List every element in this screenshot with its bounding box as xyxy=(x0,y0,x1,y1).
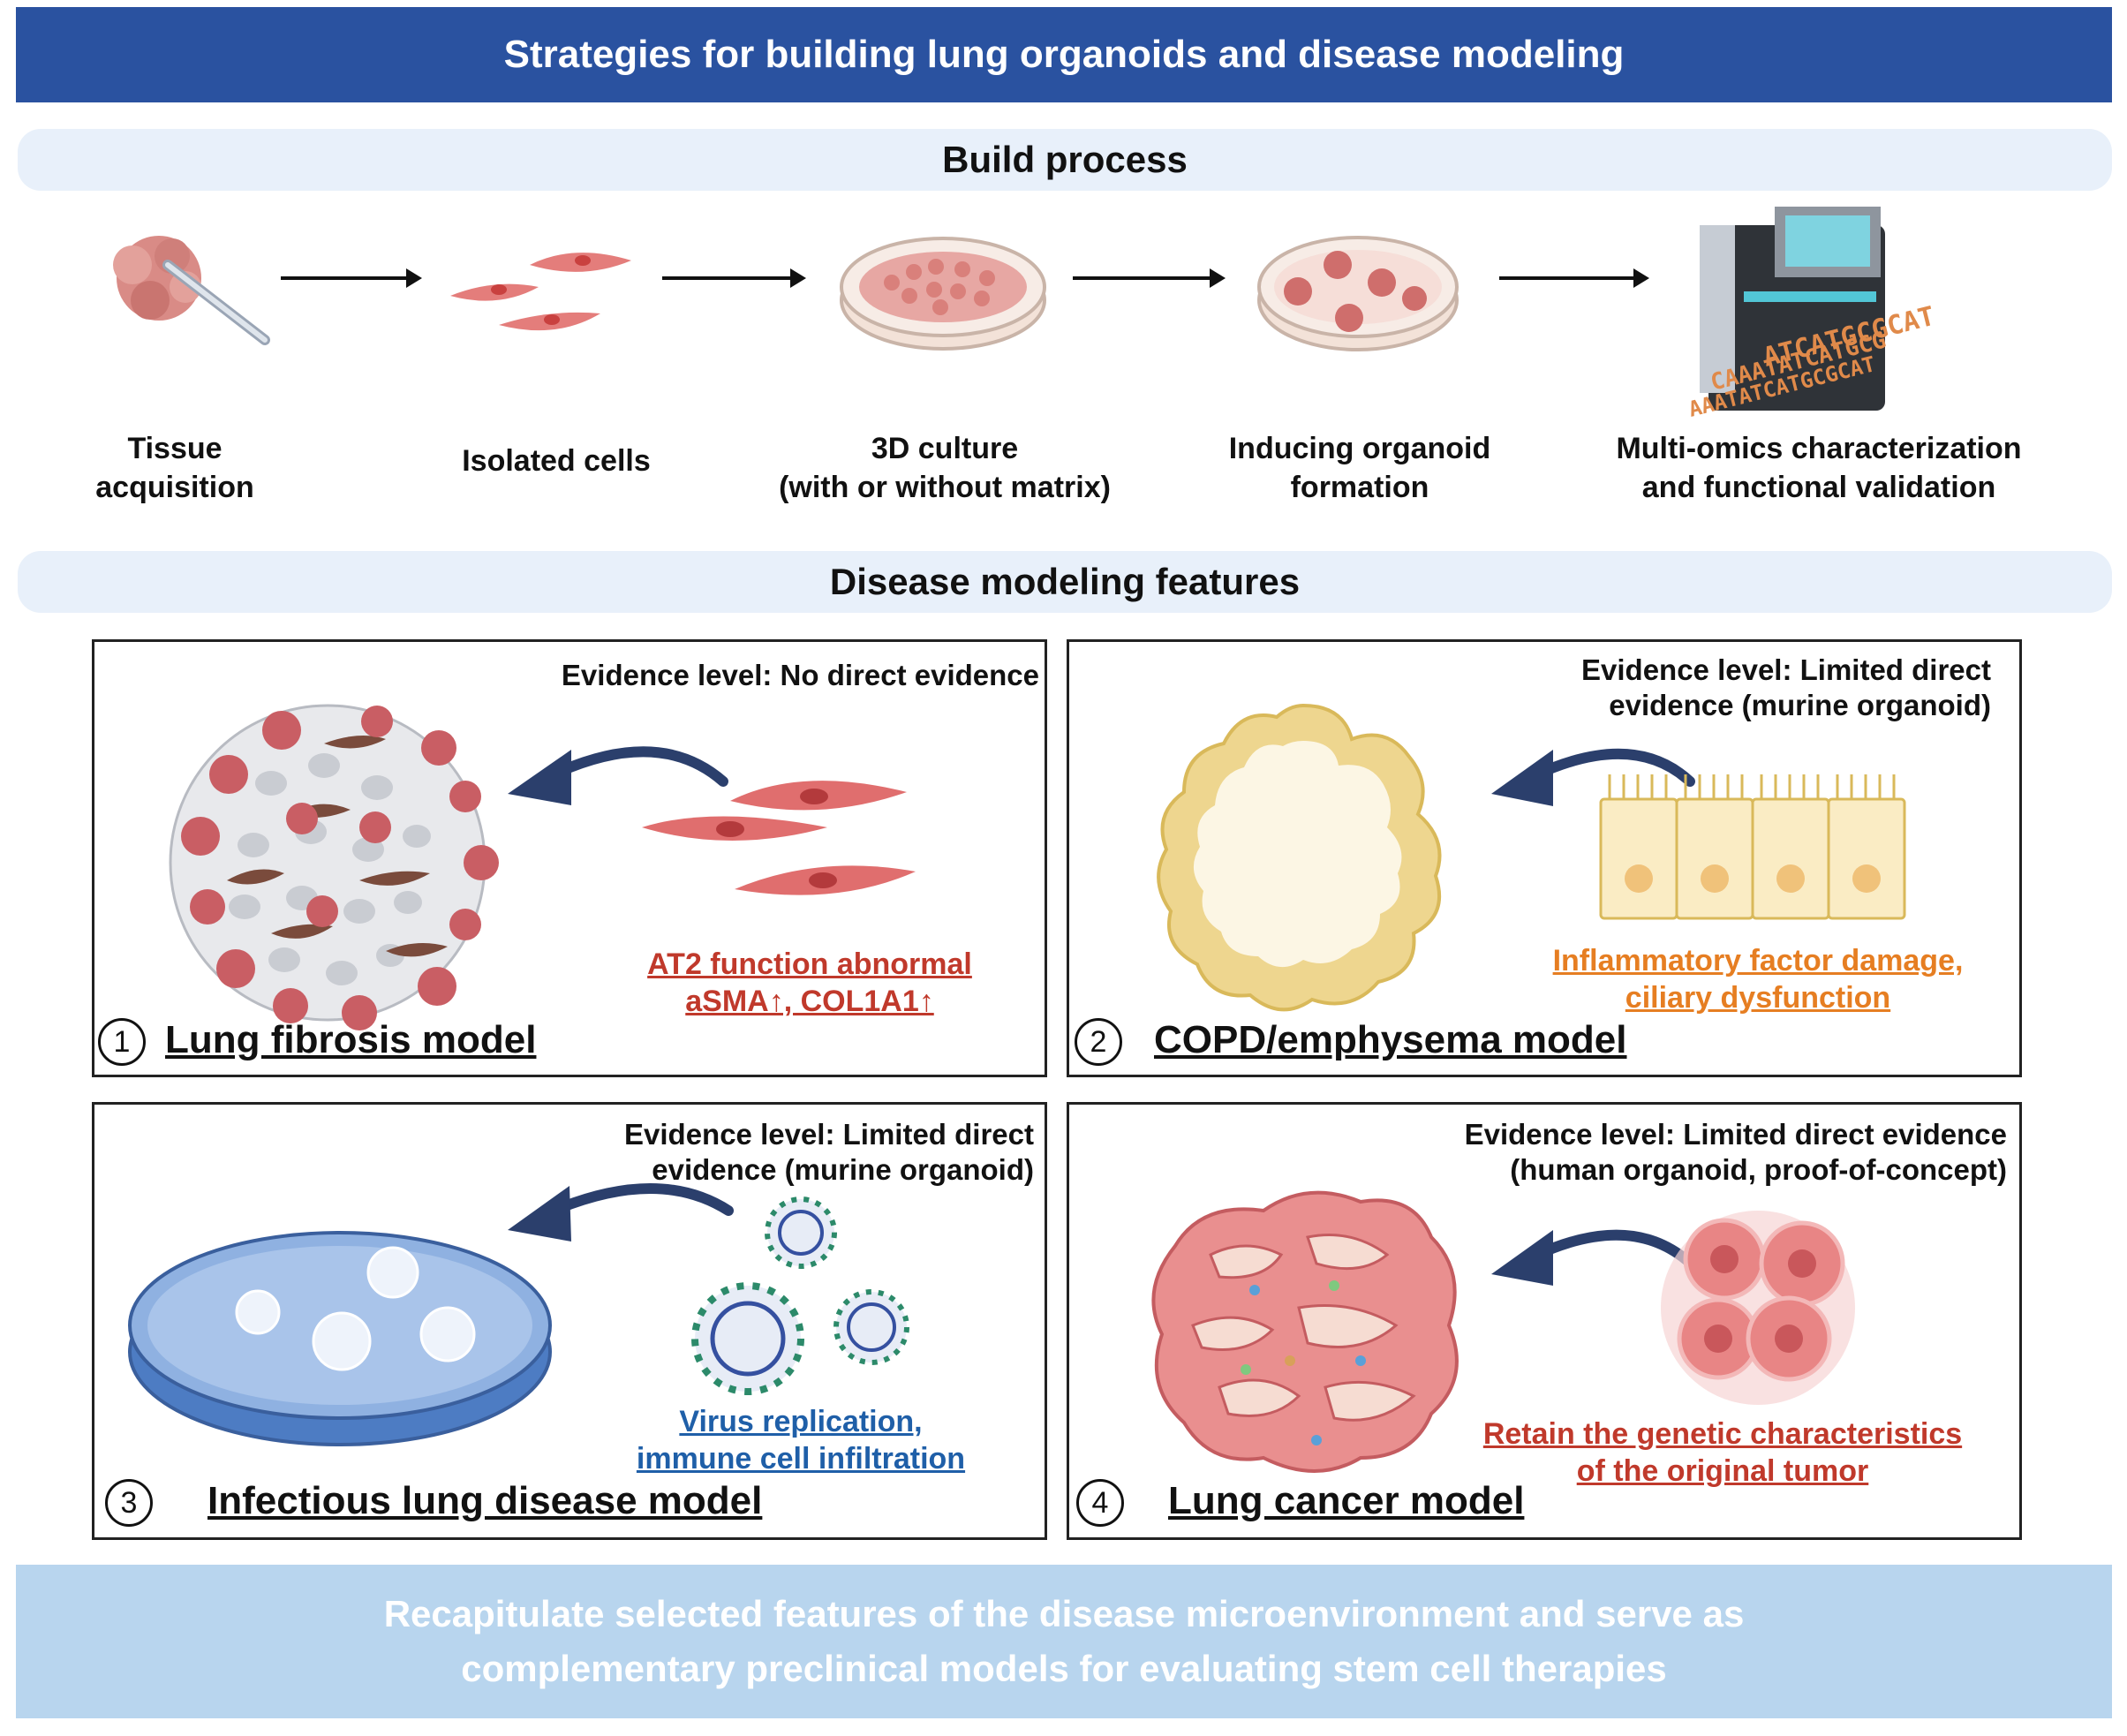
panel-lung-fibrosis: Evidence level: No direct evidence xyxy=(92,639,1047,1077)
footer-summary: Recapitulate selected features of the di… xyxy=(16,1565,2112,1718)
build-process-heading: Build process xyxy=(942,139,1188,180)
organoid-dish-icon xyxy=(1257,236,1459,351)
process-arrow-1 xyxy=(281,268,422,288)
process-arrow-2 xyxy=(662,268,806,288)
evidence-level: Evidence level: No direct evidence xyxy=(561,659,1039,691)
disease-modeling-heading: Disease modeling features xyxy=(829,561,1301,602)
model-title: Lung fibrosis model xyxy=(165,1018,537,1061)
process-arrow-4 xyxy=(1499,268,1649,288)
panel-number: 2 xyxy=(1075,1018,1122,1066)
copd-organoid-illustration xyxy=(1157,703,1906,1012)
tumor-organoid-illustration xyxy=(1151,1190,1855,1473)
sequencer-icon xyxy=(1700,207,1885,411)
build-process-header: Build process xyxy=(18,129,2112,191)
model-title: Lung cancer model xyxy=(1168,1479,1525,1522)
footer-line-1: Recapitulate selected features of the di… xyxy=(383,1593,1745,1634)
virus-icon xyxy=(691,1196,909,1395)
model-title: Infectious lung disease model xyxy=(207,1479,763,1522)
tissue-icon xyxy=(113,236,270,345)
finding-text: Inflammatory factor damage,ciliary dysfu… xyxy=(1552,944,1964,1015)
panel-number: 1 xyxy=(98,1018,146,1066)
fibrotic-organoid-illustration xyxy=(169,704,916,1030)
panel-number: 4 xyxy=(1076,1479,1124,1527)
isolated-cells-icon xyxy=(450,253,631,331)
finding-text: Virus replication,immune cell infiltrati… xyxy=(636,1405,966,1476)
page-title: Strategies for building lung organoids a… xyxy=(503,33,1625,76)
model-title: COPD/emphysema model xyxy=(1154,1018,1627,1061)
panel-lung-cancer: Evidence level: Limited direct evidence(… xyxy=(1067,1102,2022,1540)
culture-dish-icon xyxy=(840,237,1046,351)
evidence-level: Evidence level: Limited direct evidence(… xyxy=(1464,1118,2007,1186)
step-label-isolated-cells: Isolated cells xyxy=(462,444,651,478)
step-label-3d-culture: 3D culture(with or without matrix) xyxy=(779,432,1111,504)
panel-number: 3 xyxy=(105,1479,153,1527)
build-process-illustrations: ATCATGCGCAT CAAATATCATGCG AAATATCATGCGCA… xyxy=(113,207,1938,422)
footer-line-2: complementary preclinical models for eva… xyxy=(461,1648,1667,1689)
infected-dish-illustration xyxy=(128,1183,909,1446)
title-banner: Strategies for building lung organoids a… xyxy=(16,7,2112,102)
process-arrow-3 xyxy=(1073,268,1226,288)
disease-modeling-header: Disease modeling features xyxy=(18,551,2112,613)
